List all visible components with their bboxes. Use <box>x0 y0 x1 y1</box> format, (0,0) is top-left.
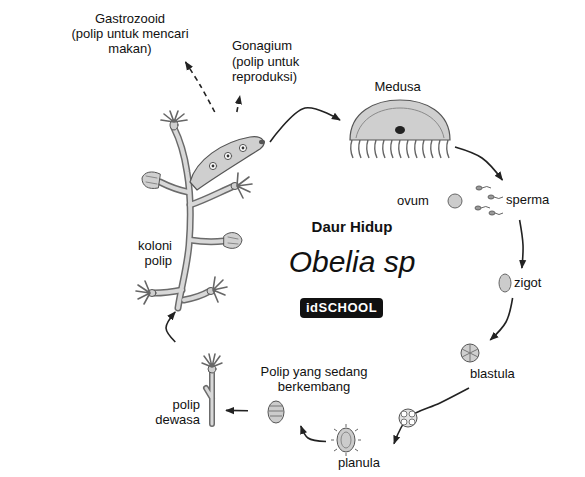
stage-node: Polip yang sedang berkembang <box>248 360 380 426</box>
medusa-figure <box>350 100 450 158</box>
stage-node: planula <box>326 428 394 473</box>
planula-figure <box>331 424 361 456</box>
stage-node: polip dewasa <box>148 342 226 432</box>
ovum-figure <box>448 194 462 208</box>
stage-node: sperma <box>468 180 554 220</box>
stage-label: Medusa <box>350 79 445 94</box>
stage-label: sperma <box>506 192 549 207</box>
sperm-figure <box>475 186 503 215</box>
cycle-arrow <box>226 410 248 412</box>
stage-node: ovum <box>393 188 466 214</box>
blastula-figure <box>461 344 479 362</box>
cycle-arrow <box>237 96 240 112</box>
stage-node: koloni polip <box>112 112 270 312</box>
stage-node: Gonagium(polip untuk reproduksi) <box>230 36 320 96</box>
stage-label: koloni polip <box>114 238 172 268</box>
adult-polyp-figure <box>202 354 222 424</box>
stage-label: planula <box>338 455 380 470</box>
stage-label: polip dewasa <box>150 397 200 427</box>
stage-label: blastula <box>470 366 515 381</box>
stage-label: Gonagium <box>232 38 318 53</box>
stage-node: Gastrozooid(polip untuk mencari makan) <box>55 8 205 62</box>
species-name: Obelia sp <box>262 244 442 280</box>
stage-description: (polip untuk mencari makan) <box>60 26 200 56</box>
diagram-title: Daur Hidup <box>292 218 412 235</box>
cycle-arrow <box>270 108 340 142</box>
cycle-arrow <box>520 220 523 268</box>
stage-label: zigot <box>514 275 541 290</box>
polyp-colony <box>136 111 265 308</box>
stage-description: (polip untuk reproduksi) <box>232 54 318 84</box>
cycle-arrow <box>490 298 512 340</box>
stage-node: zigot <box>494 268 556 298</box>
cycle-arrow <box>301 426 326 442</box>
stage-label: Gastrozooid <box>60 11 200 26</box>
stage-node: blastula <box>452 340 537 388</box>
cycle-arrow <box>394 388 469 444</box>
stage-label: ovum <box>397 193 429 208</box>
morula-figure <box>399 409 417 427</box>
cycle-arrow <box>186 62 215 112</box>
stage-node: Medusa <box>340 75 455 165</box>
watermark-logo: idSCHOOL <box>300 298 383 318</box>
stage-label: Polip yang sedang berkembang <box>252 364 376 394</box>
developing-polyp-figure <box>268 401 284 423</box>
cycle-arrow <box>455 147 502 180</box>
zygote-figure <box>499 274 511 292</box>
cycle-arrow <box>166 312 175 342</box>
